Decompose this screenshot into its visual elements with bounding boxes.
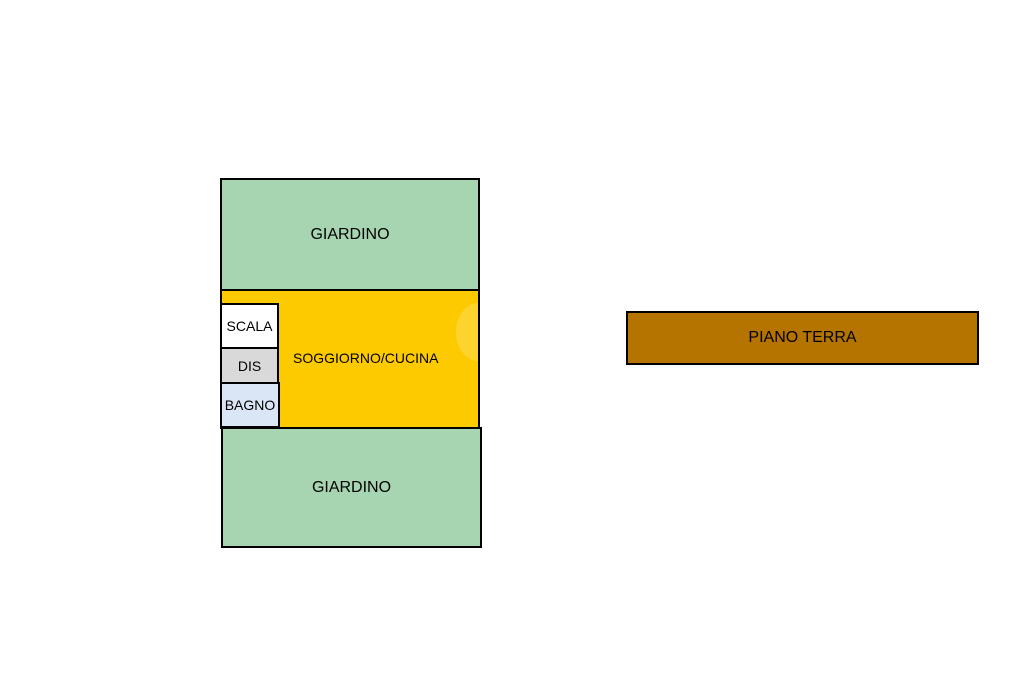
room-scala: SCALA bbox=[220, 303, 279, 349]
room-label-dis: DIS bbox=[237, 357, 262, 374]
room-bagno: BAGNO bbox=[220, 382, 280, 428]
room-dis: DIS bbox=[220, 347, 279, 384]
room-label-bagno: BAGNO bbox=[224, 397, 276, 413]
room-giardino-bottom: GIARDINO bbox=[221, 427, 482, 548]
room-label-soggiorno-cucina: SOGGIORNO/CUCINA bbox=[293, 350, 439, 366]
room-giardino-top: GIARDINO bbox=[220, 178, 480, 291]
room-label-giardino-bottom: GIARDINO bbox=[311, 478, 392, 496]
floor-level-label: PIANO TERRA bbox=[748, 329, 857, 346]
room-label-giardino-top: GIARDINO bbox=[310, 225, 390, 243]
watermark-shape bbox=[456, 303, 478, 361]
room-label-scala: SCALA bbox=[226, 318, 273, 334]
floor-level-label-box: PIANO TERRA bbox=[626, 311, 979, 365]
